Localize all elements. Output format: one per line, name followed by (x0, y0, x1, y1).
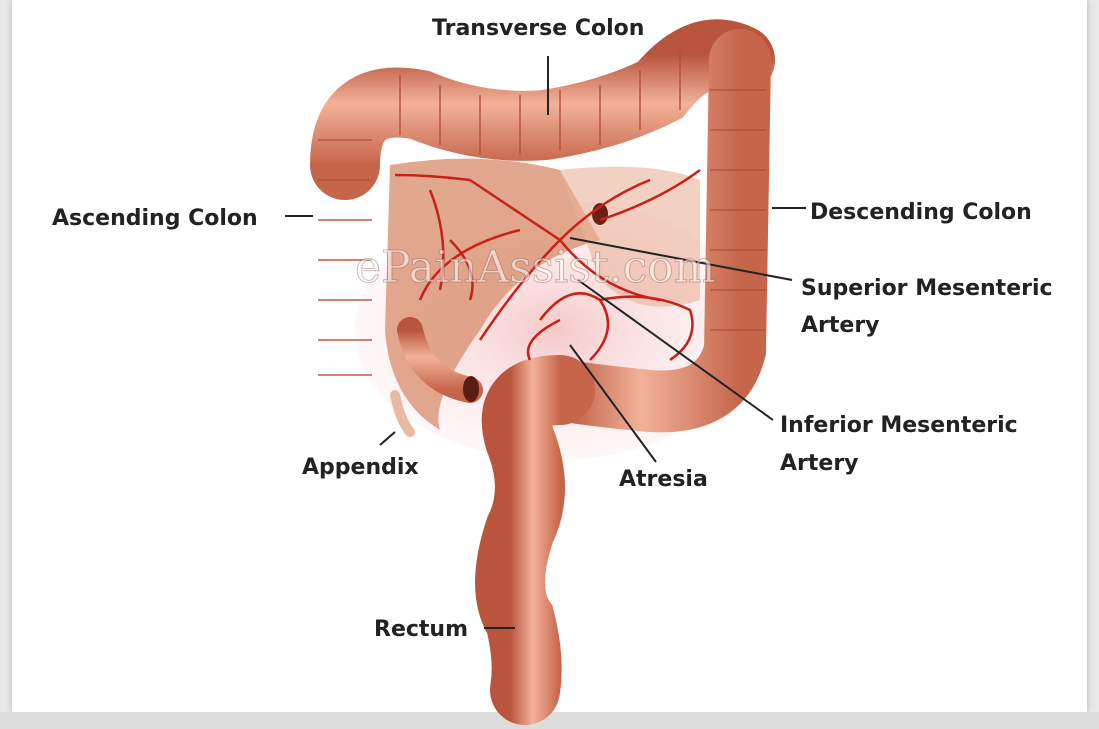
appendix-leader (380, 432, 395, 445)
label-rectum: Rectum (374, 617, 468, 642)
label-atresia: Atresia (619, 467, 708, 492)
label-superior-mesenteric-artery-line2: Artery (801, 313, 880, 338)
label-appendix: Appendix (302, 455, 419, 480)
label-superior-mesenteric-artery-line1: Superior Mesenteric (801, 276, 1053, 301)
label-ascending-colon: Ascending Colon (52, 206, 258, 231)
label-descending-colon: Descending Colon (810, 200, 1032, 225)
label-transverse-colon: Transverse Colon (432, 16, 644, 41)
label-inferior-mesenteric-artery-line2: Artery (780, 451, 859, 476)
ileum-opening (463, 376, 479, 402)
label-inferior-mesenteric-artery-line1: Inferior Mesenteric (780, 413, 1018, 438)
watermark: ePainAssist.com (355, 242, 715, 293)
